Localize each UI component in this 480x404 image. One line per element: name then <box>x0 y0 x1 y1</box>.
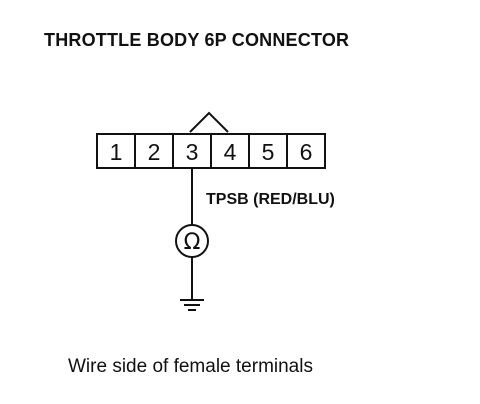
pin-label-5: 5 <box>262 139 275 165</box>
pin-label-3: 3 <box>186 139 199 165</box>
ohmmeter-icon: Ω <box>175 224 209 258</box>
diagram-title: THROTTLE BODY 6P CONNECTOR <box>44 30 350 50</box>
ohm-symbol: Ω <box>184 230 201 255</box>
ground-icon <box>180 299 204 311</box>
connector-body <box>96 133 326 169</box>
pin-label-2: 2 <box>148 139 161 165</box>
wire-label: TPSB (RED/BLU) <box>206 191 335 208</box>
pin-label-4: 4 <box>224 139 237 165</box>
pin-label-1: 1 <box>110 139 123 165</box>
diagram-caption: Wire side of female terminals <box>68 356 313 377</box>
connector-tab-icon <box>189 111 229 133</box>
pin-label-6: 6 <box>300 139 313 165</box>
